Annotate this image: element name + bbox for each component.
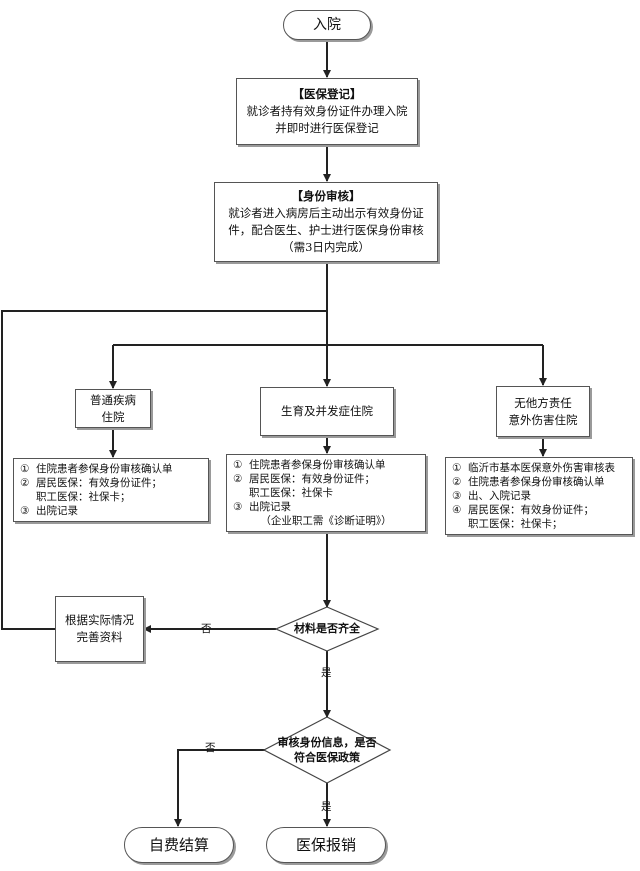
edge-label-no: 否 [201, 623, 212, 635]
branch-maternity: 生育及并发症住院 [260, 387, 394, 436]
improve-materials-box: 根据实际情况 完善资料 [55, 596, 144, 662]
loop-improve-back [1, 310, 327, 630]
end-insurance-label: 医保报销 [295, 835, 356, 854]
edge-label-no: 否 [205, 742, 216, 754]
registration-line: 就诊者持有效身份证件办理入院 [246, 104, 408, 118]
doc-item: 职工医保：社保卡； [468, 518, 563, 530]
registration-title: 【医保登记】 [292, 87, 362, 101]
decision-materials-diamond [274, 606, 380, 652]
decision-policy-line: 符合医保政策 [294, 751, 360, 764]
doc-note: （企业职工需《诊断证明》） [260, 515, 392, 527]
decision-policy-line: 审核身份信息，是否 [277, 736, 377, 749]
branch-label: 住院 [101, 409, 125, 424]
registration-box: 【医保登记】 就诊者持有效身份证件办理入院 并即时进行医保登记 [236, 78, 418, 145]
end-self-pay-label: 自费结算 [148, 835, 209, 854]
decision-policy-label: 审核身份信息，是否 符合医保政策 [264, 735, 390, 765]
decision-materials-label: 材料是否齐全 [294, 622, 360, 635]
doc-item: 职工医保：社保卡 [249, 487, 333, 499]
branch-label: 无他方责任 [514, 395, 572, 410]
branch-label: 意外伤害住院 [508, 412, 578, 427]
branch-accidental-injury: 无他方责任 意外伤害住院 [496, 386, 590, 437]
doc-item: 职工医保：社保卡； [36, 491, 131, 503]
decision-policy-diamond [262, 716, 392, 784]
end-self-pay: 自费结算 [124, 827, 234, 863]
improve-label: 完善资料 [76, 630, 123, 644]
arrow-decision2-selfpay [174, 749, 265, 827]
end-insurance-reimbursement: 医保报销 [266, 827, 386, 863]
branch-general-illness: 普通疾病 住院 [75, 389, 151, 428]
identity-review-box: 【身份审核】 就诊者进入病房后主动出示有效身份证 件，配合医生、护士进行医保身份… [214, 182, 438, 262]
identity-line: 就诊者进入病房后主动出示有效身份证 [228, 206, 424, 220]
registration-line: 并即时进行医保登记 [275, 121, 379, 135]
branch-label: 普通疾病 [90, 392, 136, 407]
improve-label: 根据实际情况 [65, 613, 134, 627]
edge-label-yes: 是 [321, 801, 332, 813]
identity-line: （需3日内完成） [282, 240, 370, 254]
branch-label: 生育及并发症住院 [281, 404, 373, 418]
identity-title: 【身份审核】 [291, 189, 361, 203]
start-label: 入院 [313, 16, 341, 33]
identity-line: 件，配合医生、护士进行医保身份审核 [228, 223, 424, 237]
start-node: 入院 [283, 10, 371, 40]
edge-label-yes: 是 [321, 667, 332, 679]
